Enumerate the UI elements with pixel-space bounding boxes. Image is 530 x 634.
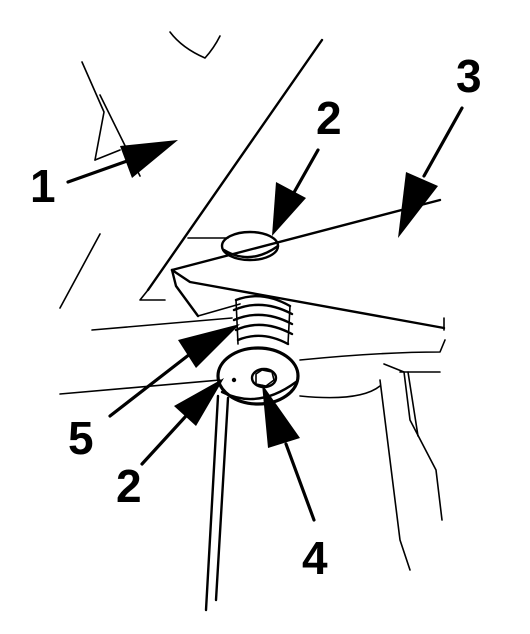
callout-labels: 1 2 3 5 2 4 (30, 50, 482, 584)
arrow-part-3 (398, 106, 464, 238)
leader-arrows (66, 106, 464, 522)
callout-4: 4 (302, 532, 328, 584)
grommet-lower (216, 346, 300, 406)
arrow-part-2-upper (272, 148, 320, 236)
arrow-part-1 (66, 140, 178, 184)
callout-5: 5 (68, 412, 94, 464)
grommet-upper (220, 230, 280, 262)
callout-3: 3 (456, 50, 482, 102)
callout-1: 1 (30, 160, 56, 212)
screw-head-part-4 (231, 367, 278, 389)
arrow-part-5 (108, 324, 240, 418)
spring-part-5 (232, 294, 294, 346)
panel-structure (59, 31, 446, 612)
arrow-part-4 (262, 384, 316, 522)
callout-2-lower: 2 (116, 460, 142, 512)
callout-2-upper: 2 (316, 92, 342, 144)
arrow-part-2-lower (140, 378, 224, 466)
bracket-part-3 (170, 198, 446, 331)
